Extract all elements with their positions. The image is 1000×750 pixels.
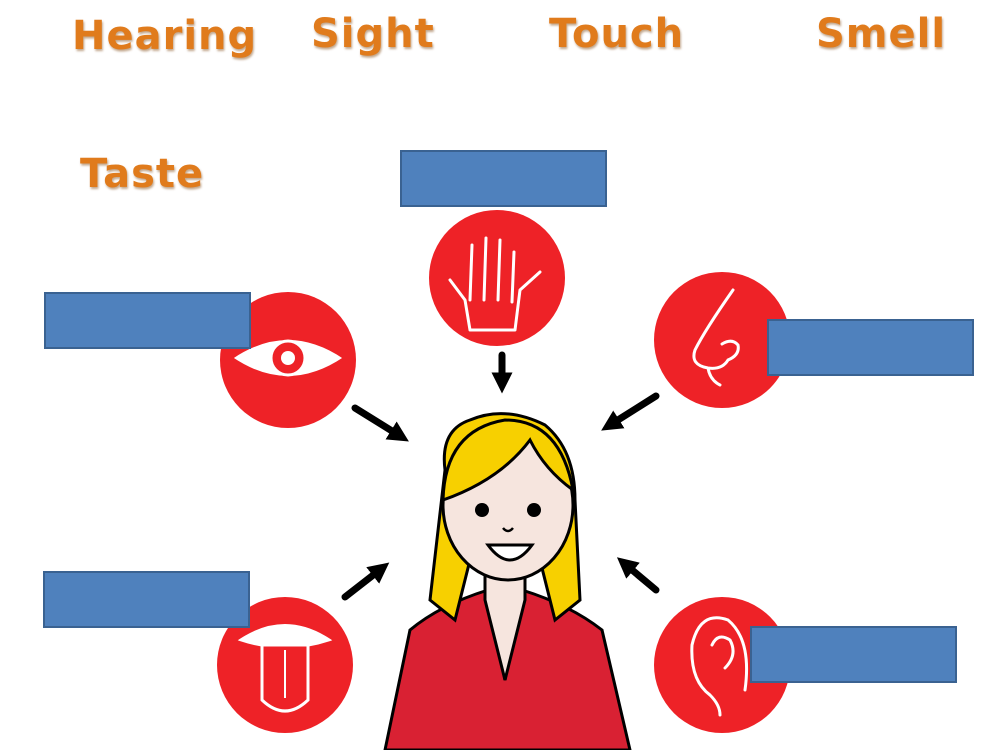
answer-box-smell[interactable] bbox=[767, 319, 974, 376]
answer-box-taste[interactable] bbox=[43, 571, 250, 628]
arrow-from-mouth bbox=[341, 562, 390, 601]
word-smell[interactable]: Smell bbox=[816, 11, 947, 57]
word-touch[interactable]: Touch bbox=[549, 11, 685, 57]
word-hearing[interactable]: Hearing bbox=[72, 13, 258, 59]
answer-box-sight[interactable] bbox=[44, 292, 251, 349]
person-figure bbox=[383, 412, 632, 750]
word-taste[interactable]: Taste bbox=[80, 151, 205, 197]
answer-box-hearing[interactable] bbox=[750, 626, 957, 683]
eye-icon bbox=[220, 292, 356, 428]
arrow-from-ear bbox=[616, 557, 660, 594]
arrow-from-nose bbox=[601, 392, 660, 431]
word-sight[interactable]: Sight bbox=[311, 11, 435, 57]
hand-icon bbox=[429, 210, 565, 346]
mouth-tongue-icon bbox=[217, 597, 353, 733]
arrows bbox=[341, 351, 660, 601]
nose-icon bbox=[654, 272, 790, 408]
arrow-from-eye bbox=[351, 404, 409, 442]
answer-box-touch[interactable] bbox=[400, 150, 607, 207]
